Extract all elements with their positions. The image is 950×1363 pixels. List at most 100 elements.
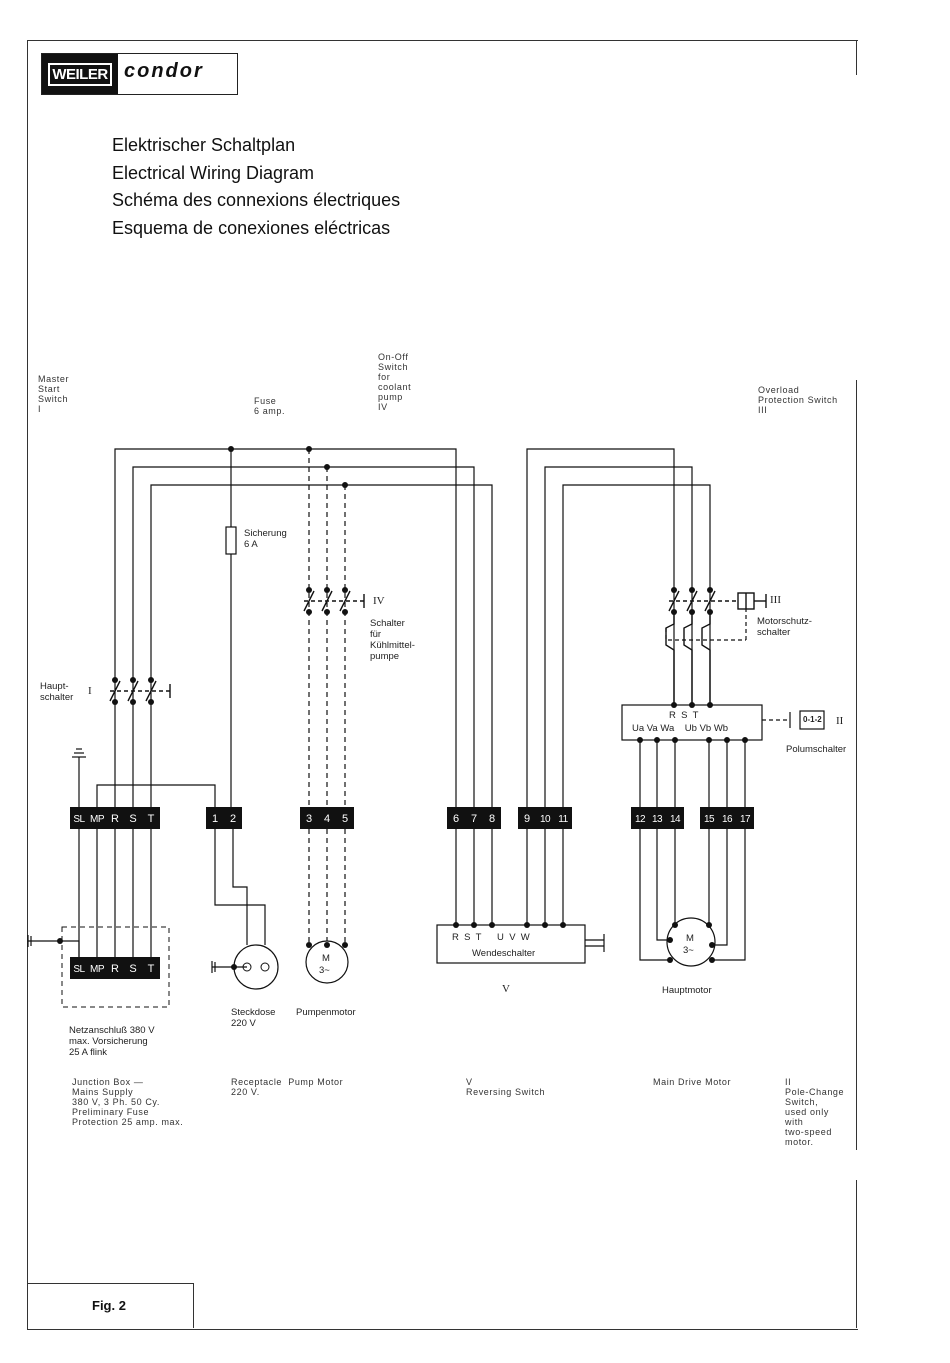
terminal-label: SL — [73, 964, 85, 975]
caption-main-drive: Main Drive Motor — [653, 1077, 732, 1087]
terminal-block — [447, 807, 465, 829]
coolant-switch-label: Schalter für Kühlmittel- pumpe — [370, 618, 415, 662]
legend-fuse: Fuse 6 amp. — [254, 396, 286, 416]
terminal-block — [206, 807, 224, 829]
title-en: Electrical Wiring Diagram — [112, 162, 315, 183]
terminal-label: SL — [73, 814, 85, 825]
terminal-block — [224, 807, 242, 829]
title-fr: Schéma des connexions électriques — [112, 190, 401, 210]
condor-logo: condor — [124, 60, 204, 82]
terminal-label: 13 — [652, 814, 663, 825]
caption-reversing: V Reversing Switch — [466, 1077, 546, 1097]
terminal-block — [718, 807, 736, 829]
terminal-block — [318, 807, 336, 829]
terminal-block — [700, 807, 718, 829]
caption-receptacle: Receptacle Pump Motor 220 V. — [231, 1077, 344, 1097]
terminal-block — [554, 807, 572, 829]
legend-master-switch: Master Start Switch I — [38, 374, 70, 414]
switch-i-symbol — [109, 680, 171, 702]
brand-logo: WEILER condor — [41, 53, 238, 95]
caption-junction-box: Junction Box — Mains Supply 380 V, 3 Ph.… — [72, 1077, 184, 1127]
terminal-label: 16 — [722, 814, 733, 825]
terminal-label: R — [111, 963, 119, 975]
legend-overload: Overload Protection Switch III — [758, 385, 838, 415]
reversing-switch-label: Wendeschalter — [472, 948, 536, 959]
figure-box: Fig. 2 — [27, 1283, 194, 1328]
main-motor-symbol — [666, 917, 716, 967]
terminal-block — [536, 807, 554, 829]
terminal-block — [518, 807, 536, 829]
page-frame — [27, 40, 858, 1330]
terminal-label: 9 — [524, 813, 530, 825]
wires — [78, 448, 747, 961]
terminal-block — [70, 807, 88, 829]
terminal-block — [70, 957, 88, 979]
wire-11 — [562, 484, 711, 807]
terminal-label: R — [111, 813, 119, 825]
terminal-label: MP — [90, 814, 105, 825]
terminal-label: 12 — [635, 814, 646, 825]
wire-t — [150, 484, 493, 807]
motor-protection-label: Motorschutz- schalter — [757, 616, 812, 638]
pole-changer-label: Polumschalter — [786, 744, 847, 755]
mains-connection-label: Netzanschluß 380 V max. Vorsicherung 25 … — [69, 1025, 155, 1058]
terminal-label: T — [148, 963, 155, 975]
terminal-block — [648, 807, 666, 829]
terminal-label: 5 — [342, 813, 348, 825]
terminal-block — [142, 807, 160, 829]
terminal-block — [483, 807, 501, 829]
switch-i-label: I — [88, 685, 92, 697]
terminal-block — [300, 807, 318, 829]
main-motor-m: M — [686, 933, 694, 944]
terminal-label: MP — [90, 964, 105, 975]
junction-dots — [57, 446, 748, 970]
main-motor-label: Hauptmotor — [662, 985, 712, 996]
switch-iv-symbol — [303, 590, 365, 612]
terminal-block — [106, 807, 124, 829]
frame-edge — [856, 1180, 857, 1328]
terminal-block — [631, 807, 649, 829]
wire-10 — [544, 466, 693, 807]
terminal-label: 8 — [489, 813, 495, 825]
switch-v-label: V — [502, 983, 510, 995]
pump-motor-label: Pumpenmotor — [296, 1007, 356, 1018]
pole-rst-label: R S T — [669, 710, 699, 721]
terminal-block — [106, 957, 124, 979]
weiler-logo: WEILER — [42, 54, 118, 94]
pump-motor-m: M — [322, 953, 330, 964]
title-es: Esquema de conexiones eléctricas — [112, 217, 391, 238]
figure-label: Fig. 2 — [92, 1298, 126, 1313]
pole-switch-symbol — [799, 710, 825, 730]
terminal-block — [88, 957, 106, 979]
switch-ii-label: II — [836, 715, 844, 727]
terminal-block — [124, 807, 142, 829]
terminal-label: 6 — [453, 813, 459, 825]
terminal-label: 17 — [740, 814, 751, 825]
wire-s — [132, 466, 475, 807]
junction-box — [61, 926, 170, 1008]
switch-iii-symbol — [665, 590, 767, 705]
terminal-label: T — [148, 813, 155, 825]
wire-r — [114, 448, 457, 807]
wende-terminal-label: R S T U V W — [452, 932, 530, 943]
caption-pole-change: II Pole-Change Switch, used only with tw… — [785, 1077, 845, 1147]
pole-uvw-label: Ua Va Wa Ub Vb Wb — [632, 723, 729, 734]
terminal-label: 7 — [471, 813, 477, 825]
main-motor-phase: 3~ — [683, 945, 694, 956]
ground-symbol — [72, 748, 86, 758]
frame-edge — [856, 40, 857, 75]
main-switch-label: Haupt- schalter — [40, 681, 74, 703]
terminal-label: 3 — [306, 813, 312, 825]
terminal-label: 4 — [324, 813, 330, 825]
switch-iv-label: IV — [373, 595, 385, 607]
pump-motor-symbol — [305, 940, 349, 984]
terminal-block — [666, 807, 684, 829]
terminal-label: 15 — [704, 814, 715, 825]
terminal-block — [142, 957, 160, 979]
terminal-block — [736, 807, 754, 829]
terminal-label: 14 — [670, 814, 681, 825]
title-de: Elektrischer Schaltplan — [112, 135, 296, 155]
